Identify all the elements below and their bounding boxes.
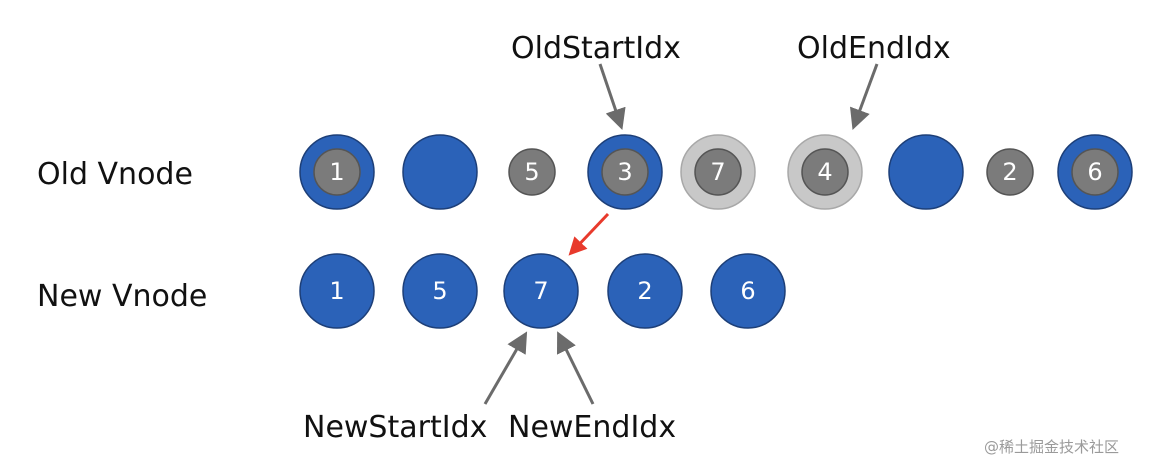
new-start-idx-arrow xyxy=(483,331,528,405)
old-vnode-3: 3 xyxy=(587,134,663,210)
new-vnode-circle xyxy=(607,253,683,329)
new-vnode-label: 7 xyxy=(533,277,548,305)
new-end-idx-arrow xyxy=(557,331,595,405)
old-vnode-empty xyxy=(888,134,964,210)
new-start-idx-label: NewStartIdx xyxy=(303,410,487,445)
new-vnode-6: 6 xyxy=(710,253,786,329)
old-vnode-label: 2 xyxy=(1002,158,1017,186)
old-vnode-7: 7 xyxy=(680,134,756,210)
old-vnode-5: 5 xyxy=(508,148,556,196)
old-vnode-inner-circle xyxy=(801,148,849,196)
new-vnode-circle xyxy=(710,253,786,329)
new-vnode-list: 1 5 7 2 6 xyxy=(299,253,786,329)
old-vnode-4: 4 xyxy=(787,134,863,210)
old-vnode-6: 6 xyxy=(1057,134,1133,210)
new-vnode-5: 5 xyxy=(402,253,478,329)
old-vnode-label: 3 xyxy=(617,158,632,186)
old-vnode-inner-circle xyxy=(1071,148,1119,196)
watermark-text: @稀土掘金技术社区 xyxy=(984,438,1119,456)
old-vnode-label: 4 xyxy=(817,158,832,186)
old-vnode-inner-circle xyxy=(601,148,649,196)
old-start-idx-arrow xyxy=(598,63,626,130)
new-vnode-label: 1 xyxy=(329,277,344,305)
new-vnode-2: 2 xyxy=(607,253,683,329)
old-vnode-inner-circle xyxy=(986,148,1034,196)
new-end-idx-label: NewEndIdx xyxy=(508,410,676,445)
old-vnode-inner-circle xyxy=(508,148,556,196)
new-vnode-label: 6 xyxy=(740,277,755,305)
old-vnode-outer-circle xyxy=(888,134,964,210)
old-start-idx-label: OldStartIdx xyxy=(511,31,681,66)
old-vnode-2: 2 xyxy=(986,148,1034,196)
new-vnode-1: 1 xyxy=(299,253,375,329)
new-vnode-label: 5 xyxy=(432,277,447,305)
new-vnode-circle xyxy=(299,253,375,329)
old-end-idx-arrow xyxy=(849,63,879,130)
old-vnode-label: Old Vnode xyxy=(37,157,193,192)
new-vnode-circle xyxy=(402,253,478,329)
old-vnode-label: 7 xyxy=(710,158,725,186)
new-vnode-circle xyxy=(503,253,579,329)
old-vnode-label: 6 xyxy=(1087,158,1102,186)
old-vnode-list: 1 5 3 7 4 2 6 xyxy=(299,134,1133,210)
new-vnode-7: 7 xyxy=(503,253,579,329)
move-arrow xyxy=(568,212,610,256)
old-vnode-inner-circle xyxy=(313,148,361,196)
new-vnode-label: New Vnode xyxy=(37,279,207,314)
old-vnode-label: 1 xyxy=(329,158,344,186)
old-end-idx-label: OldEndIdx xyxy=(797,31,951,66)
old-vnode-1: 1 xyxy=(299,134,375,210)
old-vnode-empty xyxy=(402,134,478,210)
old-vnode-inner-circle xyxy=(694,148,742,196)
new-vnode-label: 2 xyxy=(637,277,652,305)
old-vnode-outer-circle xyxy=(402,134,478,210)
old-vnode-label: 5 xyxy=(524,158,539,186)
